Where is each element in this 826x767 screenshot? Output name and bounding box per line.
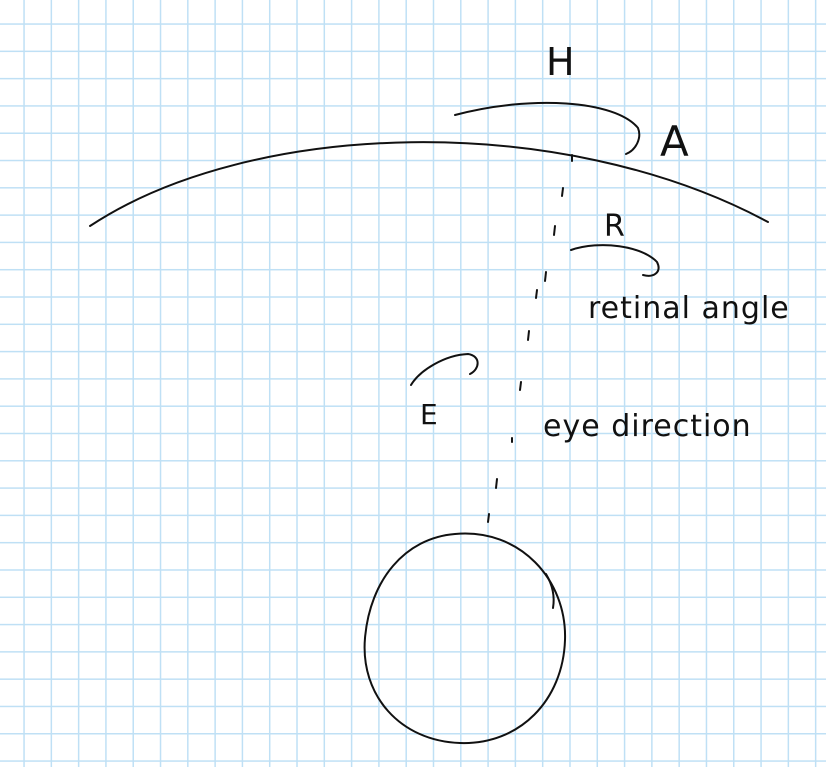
label-eye-direction: eye direction xyxy=(543,409,752,444)
label-point-r: R xyxy=(604,209,626,244)
arrow-eye-angle xyxy=(410,353,479,386)
eye-circle-tick xyxy=(545,573,555,609)
eye-direction-dotted-line xyxy=(487,154,573,523)
label-point-h: H xyxy=(546,40,576,84)
horizon-arc xyxy=(89,141,769,227)
eye-circle xyxy=(363,532,567,745)
arrow-h-to-a xyxy=(454,101,641,155)
label-point-a: A xyxy=(660,117,690,166)
arrow-retinal-angle xyxy=(570,244,660,277)
label-retinal-angle: retinal angle xyxy=(588,291,790,326)
label-point-e: E xyxy=(420,398,439,431)
